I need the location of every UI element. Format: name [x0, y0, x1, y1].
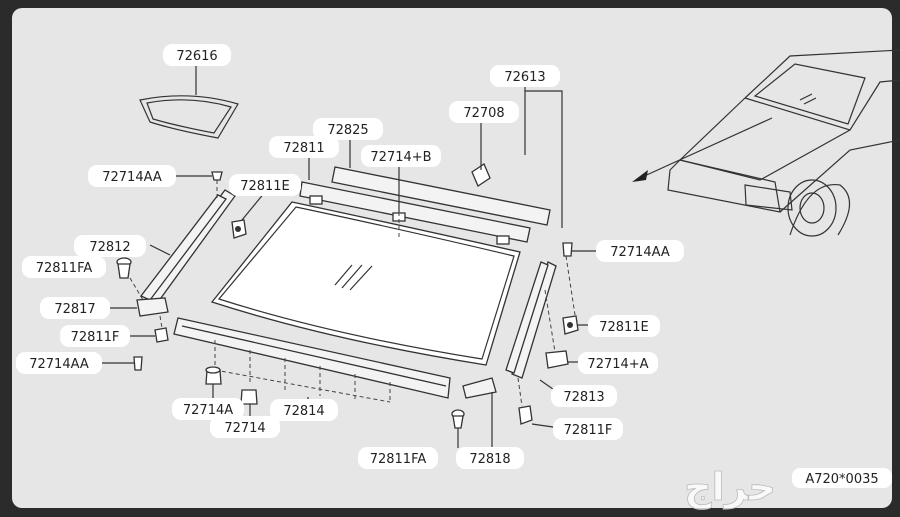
truck-sketch — [667, 49, 900, 237]
svg-text:72714: 72714 — [224, 421, 265, 436]
arrow-head-icon — [632, 170, 648, 182]
svg-text:72811: 72811 — [283, 141, 324, 156]
label-72811: 72811 — [269, 136, 339, 158]
svg-text:72714+B: 72714+B — [370, 150, 431, 165]
label-72812: 72812 — [74, 235, 146, 257]
clip-72811F-left — [154, 327, 169, 343]
bracket-72818 — [462, 377, 497, 399]
clip-72811E-right — [562, 315, 579, 335]
label-72714A-right: 72714+A — [578, 352, 658, 374]
svg-text:72616: 72616 — [176, 49, 217, 64]
top-moulding-part — [299, 166, 551, 245]
svg-text:72714AA: 72714AA — [29, 357, 89, 372]
svg-text:72811FA: 72811FA — [36, 261, 93, 276]
bracket-72817 — [136, 297, 169, 317]
figure-code: A720*0035 — [792, 468, 892, 488]
label-72811E-left: 72811E — [229, 174, 301, 196]
label-72817: 72817 — [40, 297, 110, 319]
label-72811F-left: 72811F — [60, 325, 130, 347]
watermark-text: حراج — [684, 465, 775, 509]
clip-72714A-left — [205, 366, 222, 385]
svg-text:72811F: 72811F — [564, 423, 613, 438]
svg-text:72813: 72813 — [563, 390, 604, 405]
label-72714AA-top-left: 72714AA — [88, 165, 176, 187]
svg-text:72613: 72613 — [504, 70, 545, 85]
clip-72811E-left — [231, 219, 247, 239]
svg-text:72825: 72825 — [327, 123, 368, 138]
lower-moulding-part — [173, 317, 451, 399]
svg-text:72714A: 72714A — [183, 403, 233, 418]
label-72714: 72714 — [210, 416, 280, 438]
clip-72714 — [240, 389, 258, 405]
svg-text:72817: 72817 — [54, 302, 95, 317]
label-72811F-right: 72811F — [553, 418, 623, 440]
label-72613: 72613 — [490, 65, 560, 87]
label-72616: 72616 — [163, 44, 231, 66]
bolt-72714AA-right — [562, 242, 573, 257]
clip-72811FA-left — [116, 257, 132, 279]
svg-text:72811F: 72811F — [71, 330, 120, 345]
label-72811FA-left: 72811FA — [22, 256, 106, 278]
label-72714AA-lower-left: 72714AA — [16, 352, 102, 374]
svg-text:A720*0035: A720*0035 — [805, 472, 878, 487]
direction-arrow — [639, 117, 773, 179]
svg-text:72811E: 72811E — [599, 320, 649, 335]
mirror-part — [471, 163, 491, 187]
label-72818: 72818 — [456, 447, 524, 469]
clip-72811F-right — [518, 405, 533, 425]
svg-text:72714+A: 72714+A — [587, 357, 648, 372]
svg-text:72818: 72818 — [469, 452, 510, 467]
windshield-glass — [210, 201, 521, 366]
svg-text:72811FA: 72811FA — [370, 452, 427, 467]
label-72825: 72825 — [313, 118, 383, 140]
label-72714A-left: 72714A — [172, 398, 244, 420]
label-72811FA-right: 72811FA — [358, 447, 438, 469]
svg-text:72714AA: 72714AA — [610, 245, 670, 260]
svg-text:72812: 72812 — [89, 240, 130, 255]
label-72814: 72814 — [270, 399, 338, 421]
label-72714B: 72714+B — [361, 145, 441, 167]
label-72714AA-right: 72714AA — [596, 240, 684, 262]
svg-text:72814: 72814 — [283, 404, 324, 419]
svg-text:72811E: 72811E — [240, 179, 290, 194]
label-72811E-right: 72811E — [588, 315, 660, 337]
svg-text:72714AA: 72714AA — [102, 170, 162, 185]
svg-text:72708: 72708 — [463, 106, 504, 121]
glass-inset-icon — [139, 95, 239, 139]
bolt-72714AA-lower-left — [133, 356, 143, 371]
label-72708: 72708 — [449, 101, 519, 123]
clip-72714A-right — [545, 350, 569, 369]
label-72813: 72813 — [551, 385, 617, 407]
clip-72811FA-right — [451, 409, 465, 429]
